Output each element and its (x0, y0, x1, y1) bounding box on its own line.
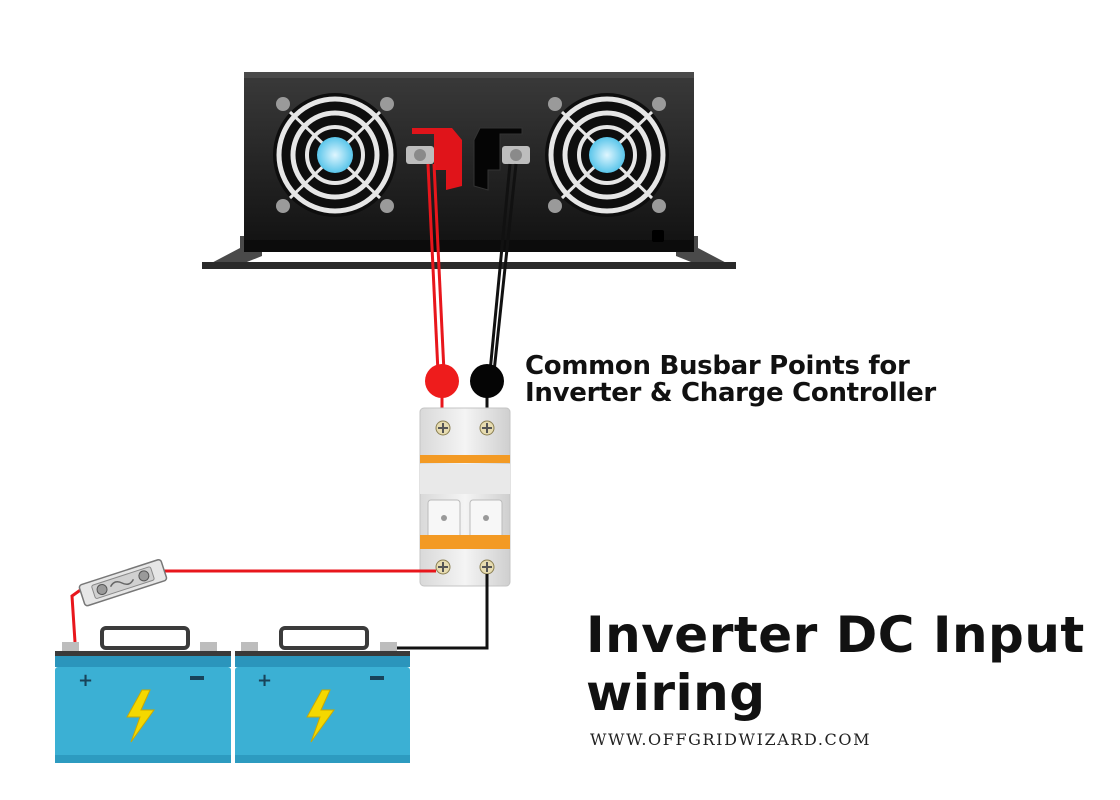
cooling-fan-icon (273, 93, 397, 217)
breaker-icon (419, 407, 511, 587)
battery-icon: + (235, 626, 410, 763)
inverter-positive-terminal (406, 128, 462, 190)
svg-text:+: + (257, 670, 272, 691)
title-line2: wiring (586, 664, 766, 722)
negative-busbar-point (470, 364, 504, 398)
lightning-bolt-icon (306, 689, 335, 743)
inverter-negative-terminal (473, 127, 530, 191)
positive-busbar-point (425, 364, 459, 398)
lightning-bolt-icon (126, 689, 155, 743)
title-line1: Inverter DC Input (586, 606, 1085, 664)
busbar-label-line1: Common Busbar Points for (525, 351, 910, 381)
busbar-label-line2: Inverter & Charge Controller (525, 378, 936, 408)
cooling-fan-icon (545, 93, 669, 217)
svg-text:+: + (78, 670, 93, 691)
battery-icon: + (55, 626, 231, 763)
inline-fuse-icon (78, 558, 168, 607)
page-title: Inverter DC Input wiring (586, 606, 1085, 722)
battery-negative-wire (395, 574, 489, 650)
website-url: WWW.OFFGRIDWIZARD.COM (590, 730, 872, 749)
busbar-label: Common Busbar Points for Inverter & Char… (525, 353, 936, 407)
